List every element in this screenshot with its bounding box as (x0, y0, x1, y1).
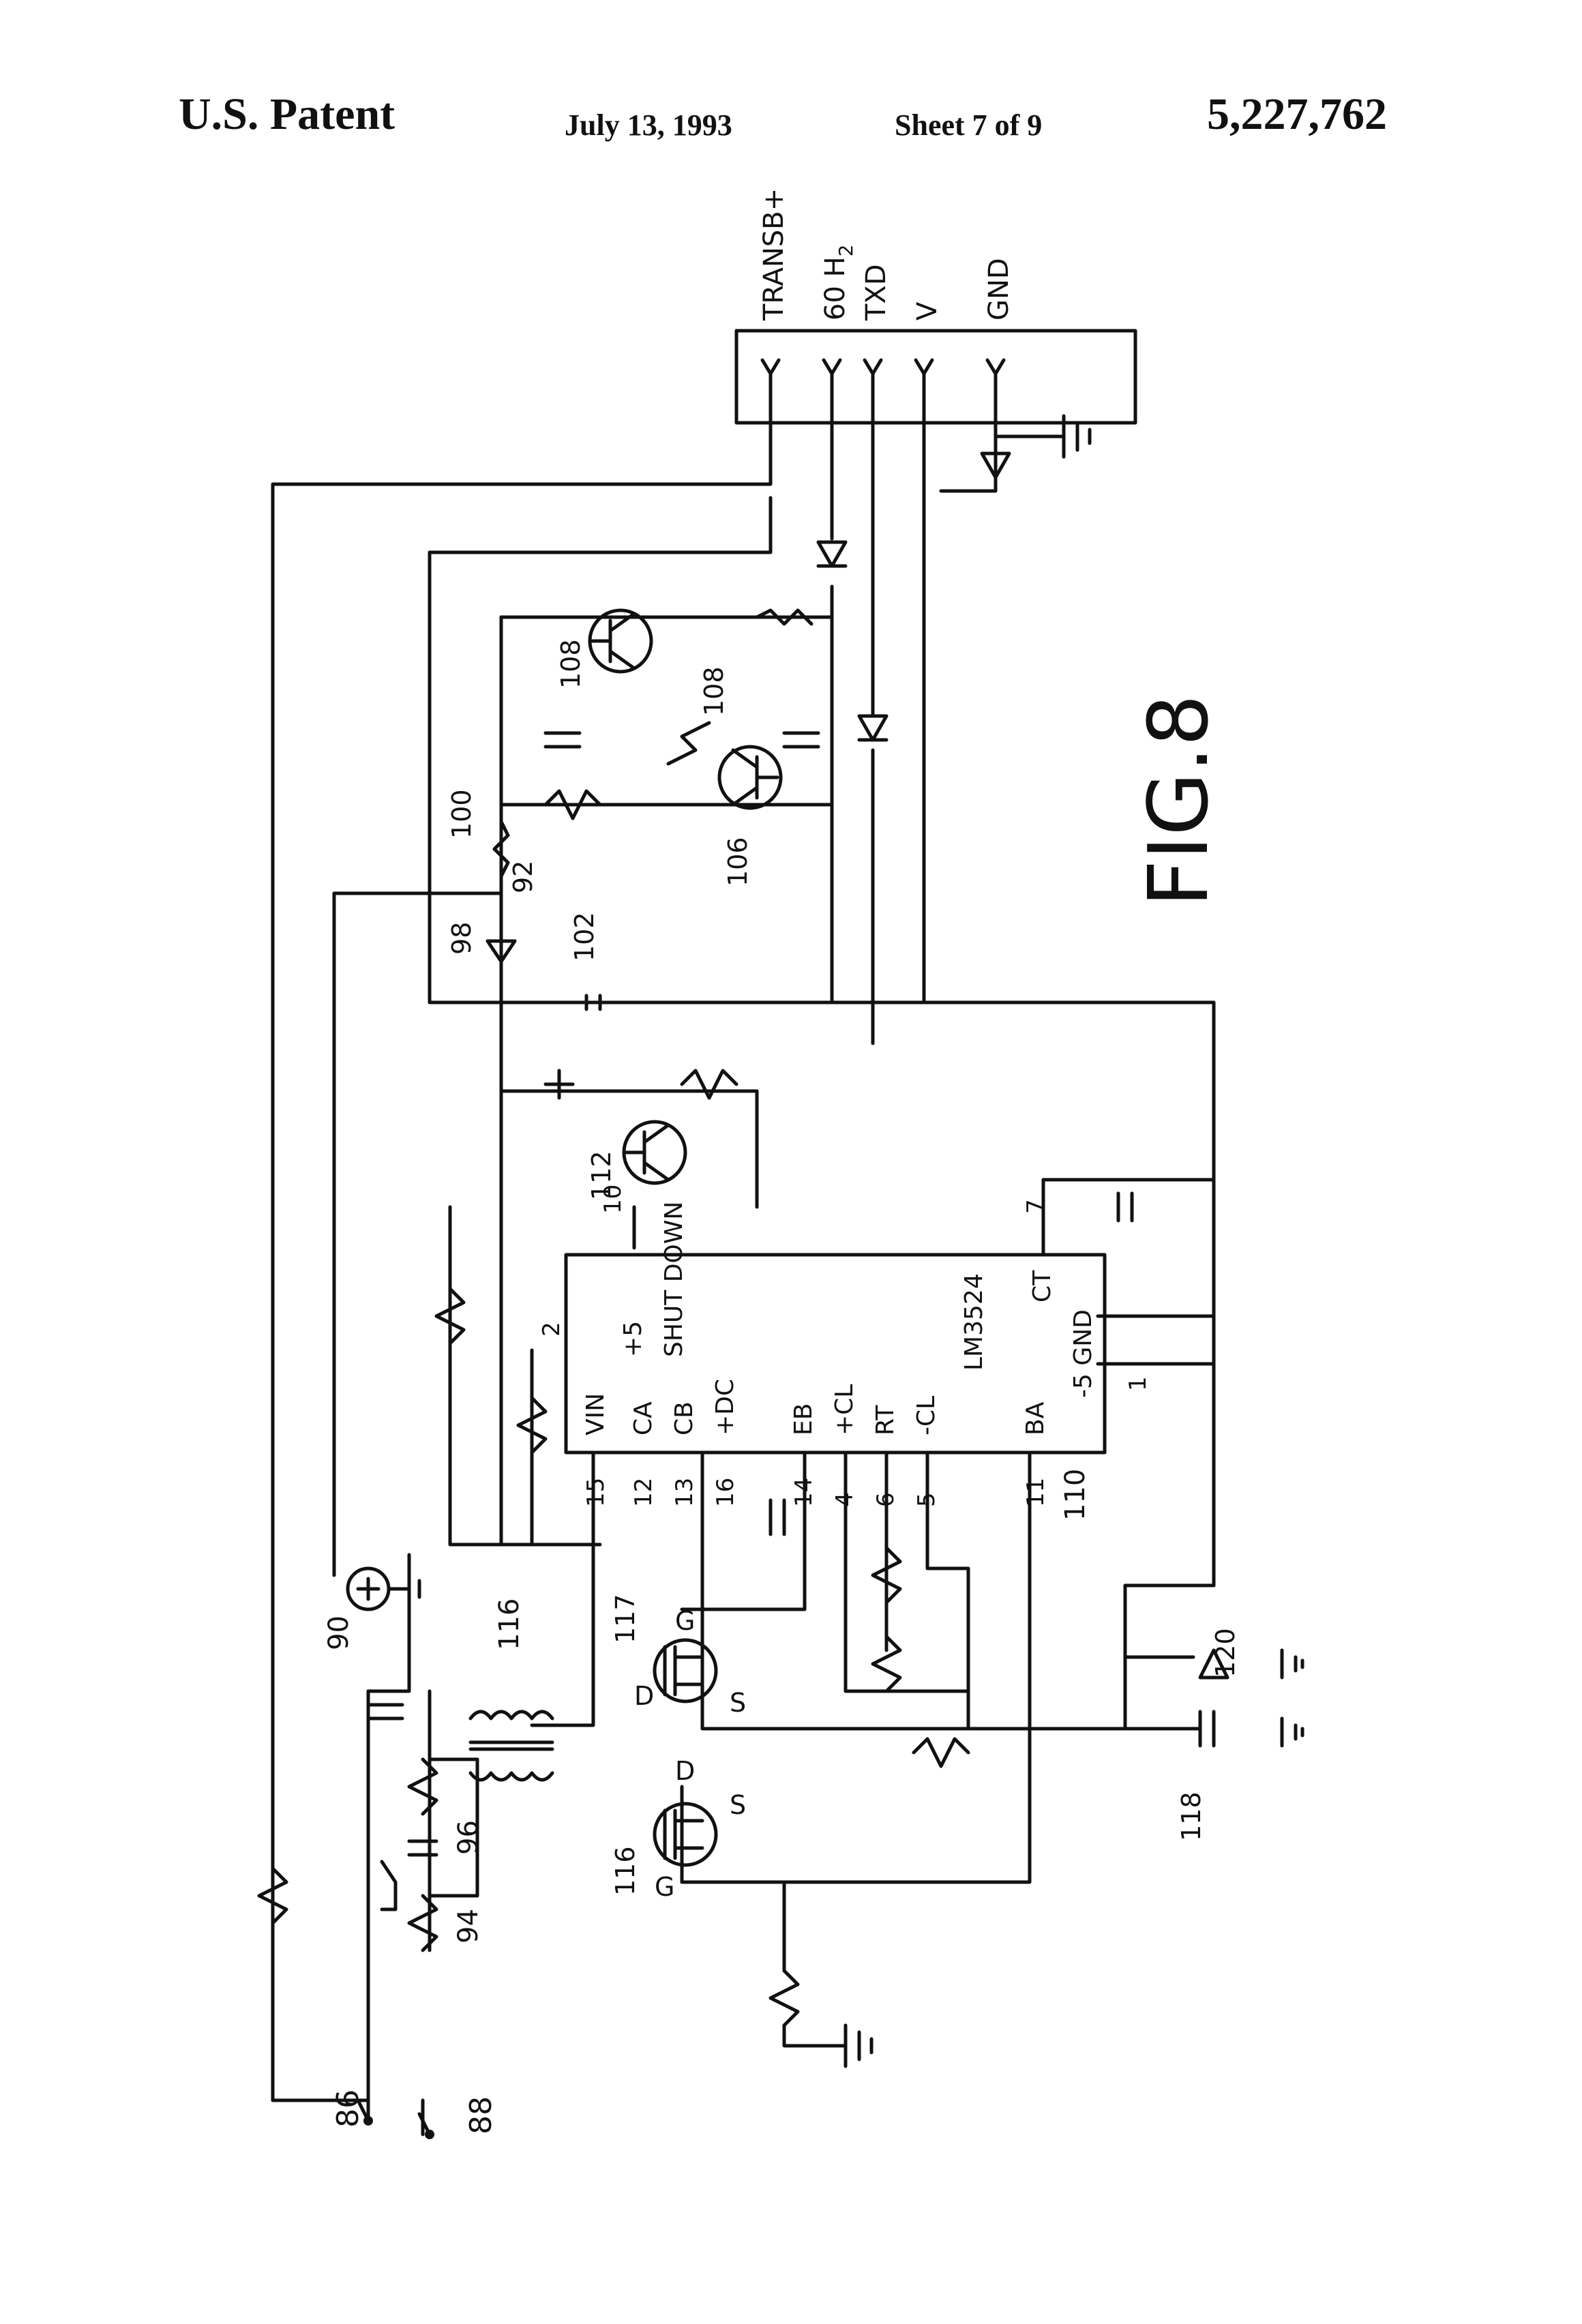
connector-pin-4-label: V (912, 301, 943, 321)
ref-117: 117 (610, 1594, 640, 1643)
ic-pin-cl-p: +CL (831, 1384, 859, 1435)
fet-114-source-label: S (730, 1790, 746, 1820)
ic-num-11: 11 (1022, 1478, 1049, 1507)
ic-num-4: 4 (831, 1492, 859, 1507)
transistor-104: 106 (719, 747, 781, 887)
ic-num-2: 2 (538, 1322, 565, 1337)
ref-100: 100 (447, 789, 477, 839)
ic-pin-ba: BA (1021, 1401, 1049, 1435)
capacitor-96 (409, 1841, 436, 1855)
ic-num-12: 12 (630, 1478, 657, 1507)
input-network: 96 94 (259, 1705, 871, 2066)
ic-num-13: 13 (671, 1478, 698, 1507)
connector-pin-5-label: GND (983, 258, 1015, 321)
ic-num-6: 6 (872, 1492, 899, 1507)
ref-88: 88 (464, 2096, 498, 2134)
ref-108: 108 (699, 666, 729, 716)
ref-110: 110 (1060, 1469, 1091, 1521)
ground-120 (1282, 1650, 1302, 1678)
zener-c (546, 1071, 573, 1098)
ref-90: 90 (323, 1615, 355, 1650)
resistor-c (682, 1071, 736, 1098)
ref-96: 96 (453, 1820, 484, 1855)
resistor-in (409, 1759, 436, 1814)
ic-pin-ct: CT (1028, 1270, 1056, 1302)
fet-117-drain-label: D (634, 1681, 654, 1711)
zener-108 (668, 723, 709, 764)
varistor (382, 1862, 395, 1909)
ic-num-15: 15 (582, 1478, 610, 1507)
fet-114-gate-label: G (655, 1872, 674, 1902)
ic-pin-ca: CA (629, 1401, 657, 1435)
ref-92: 92 (508, 861, 538, 893)
resistor-gate-ground (771, 1971, 871, 2066)
ground-118 (1282, 1718, 1302, 1746)
connector-pin-marks (762, 360, 1004, 423)
figure-title: FIG.8 (1132, 694, 1227, 907)
ic-num-16: 16 (712, 1478, 739, 1507)
terminals: 86 88 (331, 2089, 498, 2139)
capacitor-118 (1200, 1712, 1214, 1746)
ref-102: 102 (569, 912, 599, 962)
fet-117-gate-label: G (675, 1606, 695, 1636)
resistor-94 (409, 1896, 436, 1950)
capacitor-b (784, 733, 818, 747)
ic-pin-shutdown: SHUT DOWN (660, 1202, 688, 1357)
resistor-s (914, 1739, 968, 1766)
connector: TRANSB+ 60 H2 TXD V GND (736, 188, 1135, 491)
ic-pin-eb: EB (790, 1403, 818, 1435)
ref-118: 118 (1176, 1791, 1206, 1841)
diode-top (818, 542, 846, 566)
ic-name: LM3524 (960, 1273, 988, 1371)
gnd-diode (941, 436, 1009, 491)
ref-106: 108 (556, 639, 586, 689)
transistor-106: 108 (556, 610, 651, 689)
ic-pin-dc: +DC (711, 1379, 739, 1435)
ref-94: 94 (453, 1909, 484, 1943)
capacitor-ct (1118, 1193, 1132, 1221)
wiring (273, 423, 1214, 2134)
fet-117-source-label: S (730, 1688, 746, 1718)
ref-86: 86 (331, 2089, 365, 2128)
fet-117: G D S 117 (610, 1594, 746, 1718)
ref-116: 116 (494, 1598, 525, 1650)
ic-num-7: 7 (1022, 1199, 1049, 1214)
ic-pin-cl-n: -CL (912, 1396, 940, 1435)
ic-pin-vin: VIN (582, 1393, 610, 1435)
ref-104: 106 (723, 837, 753, 887)
source-90: 90 (323, 1568, 419, 1650)
capacitor-eb (771, 1500, 784, 1534)
ref-98: 98 (447, 922, 477, 955)
capacitor-a (546, 733, 580, 747)
fet-114: D G S 116 (610, 1756, 746, 1902)
ic-pin-cb: CB (670, 1401, 698, 1435)
connector-pin-3-label: TXD (861, 264, 892, 321)
connector-pin-2-label: 60 H2 (820, 244, 857, 321)
ic-num-5: 5 (913, 1492, 940, 1507)
capacitor-in (368, 1705, 402, 1718)
ic-pin-rt: RT (871, 1405, 899, 1435)
ic-pin-gnd: -5 GND (1069, 1309, 1097, 1398)
diode-txd (859, 716, 886, 740)
ic-num-10: 10 (599, 1185, 627, 1214)
ic-pin-5v: +5 (619, 1321, 647, 1357)
fet-114-drain-label: D (675, 1756, 695, 1786)
ref-114: 116 (610, 1846, 640, 1896)
connector-pin-1-label: TRANSB+ (758, 188, 790, 321)
connector-body (736, 331, 1135, 423)
transformer-116: 116 (471, 1598, 552, 1780)
ic-num-14: 14 (790, 1478, 818, 1507)
ic-num-1: 1 (1124, 1376, 1152, 1391)
ref-120: 120 (1210, 1628, 1240, 1678)
